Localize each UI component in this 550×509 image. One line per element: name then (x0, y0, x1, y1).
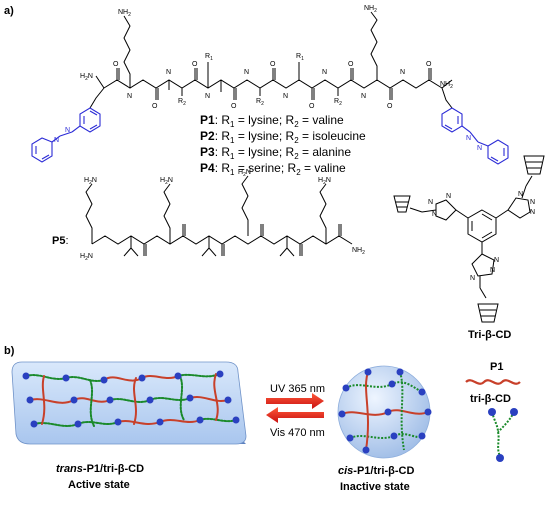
azobenzene-right (441, 107, 509, 165)
panel-b-label: b) (4, 345, 15, 357)
azobenzene-left (31, 107, 101, 163)
svg-text:O: O (426, 61, 432, 68)
svg-text:O: O (152, 103, 158, 110)
gel-beads-trans (22, 370, 240, 428)
uv-label: UV 365 nm (270, 383, 325, 395)
peptide-row-p2: P2: R1 = lysine; R2 = isoleucine (200, 129, 366, 145)
legend: P1 tri-β-CD (465, 361, 521, 462)
tri-cd-n-labels: N N N N N N N N N (428, 191, 535, 282)
svg-text:N: N (530, 199, 535, 206)
legend-p1-label: P1 (490, 361, 503, 373)
svg-text:H2N: H2N (160, 177, 173, 186)
peptide-row-p3: P3: R1 = lysine; R2 = alanine (200, 145, 351, 161)
svg-text:N: N (244, 69, 249, 76)
svg-text:H2N: H2N (80, 253, 93, 262)
svg-text:O: O (113, 61, 119, 68)
svg-text:O: O (231, 103, 237, 110)
svg-text:H2N: H2N (318, 177, 331, 186)
peptide-backbone (89, 11, 453, 109)
svg-text:R2: R2 (256, 98, 264, 107)
p5-atom-labels: H2N H2N H2N H2N H2N NH2 (80, 169, 365, 262)
svg-text:NH2: NH2 (352, 247, 365, 256)
svg-text:N: N (166, 69, 171, 76)
svg-text:O: O (387, 103, 393, 110)
svg-text:H2N: H2N (238, 169, 251, 178)
svg-text:N: N (477, 145, 482, 152)
svg-text:N: N (470, 275, 475, 282)
legend-p1-swatch (465, 379, 521, 385)
legend-cd-swatch (488, 408, 518, 462)
vis-label: Vis 470 nm (270, 427, 325, 439)
svg-text:N: N (466, 135, 471, 142)
gel-sphere-cis (337, 365, 432, 459)
svg-text:N: N (518, 191, 523, 198)
svg-text:N: N (127, 93, 132, 100)
svg-text:N: N (490, 267, 495, 274)
svg-text:R2: R2 (178, 98, 186, 107)
azo-n-labels-left: N N (54, 127, 70, 144)
panel-a-label: a) (4, 5, 14, 17)
gel-slab-trans (11, 361, 247, 445)
svg-text:O: O (192, 61, 198, 68)
svg-text:N: N (65, 127, 70, 134)
trans-caption: trans-P1/tri-β-CD (56, 463, 144, 475)
svg-text:O: O (348, 61, 354, 68)
svg-text:N: N (322, 69, 327, 76)
svg-text:NH2: NH2 (440, 81, 453, 90)
tri-cd-structure (393, 155, 545, 323)
cis-caption: cis-P1/tri-β-CD (338, 465, 414, 477)
svg-text:O: O (309, 103, 315, 110)
svg-text:N: N (205, 93, 210, 100)
svg-text:O: O (270, 61, 276, 68)
svg-text:H2N: H2N (84, 177, 97, 186)
svg-text:R1: R1 (205, 53, 213, 62)
peptide-row-p4: P4: R1 = serine; R2 = valine (200, 161, 346, 177)
azo-n-labels-right: N N (466, 135, 482, 152)
svg-text:N: N (494, 257, 499, 264)
peptide-list: P1: R1 = lysine; R2 = valine P2: R1 = ly… (200, 113, 366, 177)
uv-arrow (266, 393, 324, 409)
svg-text:N: N (432, 211, 437, 218)
vis-arrow (266, 407, 324, 423)
svg-text:NH2: NH2 (364, 5, 377, 14)
svg-text:N: N (530, 209, 535, 216)
p5-label: P5: (52, 235, 69, 247)
svg-text:R2: R2 (334, 98, 342, 107)
trans-state: Active state (68, 479, 130, 491)
svg-text:N: N (446, 193, 451, 200)
svg-text:H2N: H2N (80, 73, 93, 82)
svg-text:N: N (283, 93, 288, 100)
p5-backbone (85, 175, 353, 257)
backbone-atom-labels: NH2 NH2 H2N O O O O O O O O O N N N N N … (80, 5, 453, 110)
cis-state: Inactive state (340, 481, 410, 493)
svg-text:R1: R1 (296, 53, 304, 62)
peptide-row-p1: P1: R1 = lysine; R2 = valine (200, 113, 344, 129)
svg-text:N: N (400, 69, 405, 76)
tri-cd-label: Tri-β-CD (468, 329, 511, 341)
svg-text:N: N (428, 199, 433, 206)
svg-text:N: N (54, 137, 59, 144)
svg-text:NH2: NH2 (118, 9, 131, 18)
legend-cd-label: tri-β-CD (470, 393, 511, 405)
svg-text:N: N (361, 93, 366, 100)
